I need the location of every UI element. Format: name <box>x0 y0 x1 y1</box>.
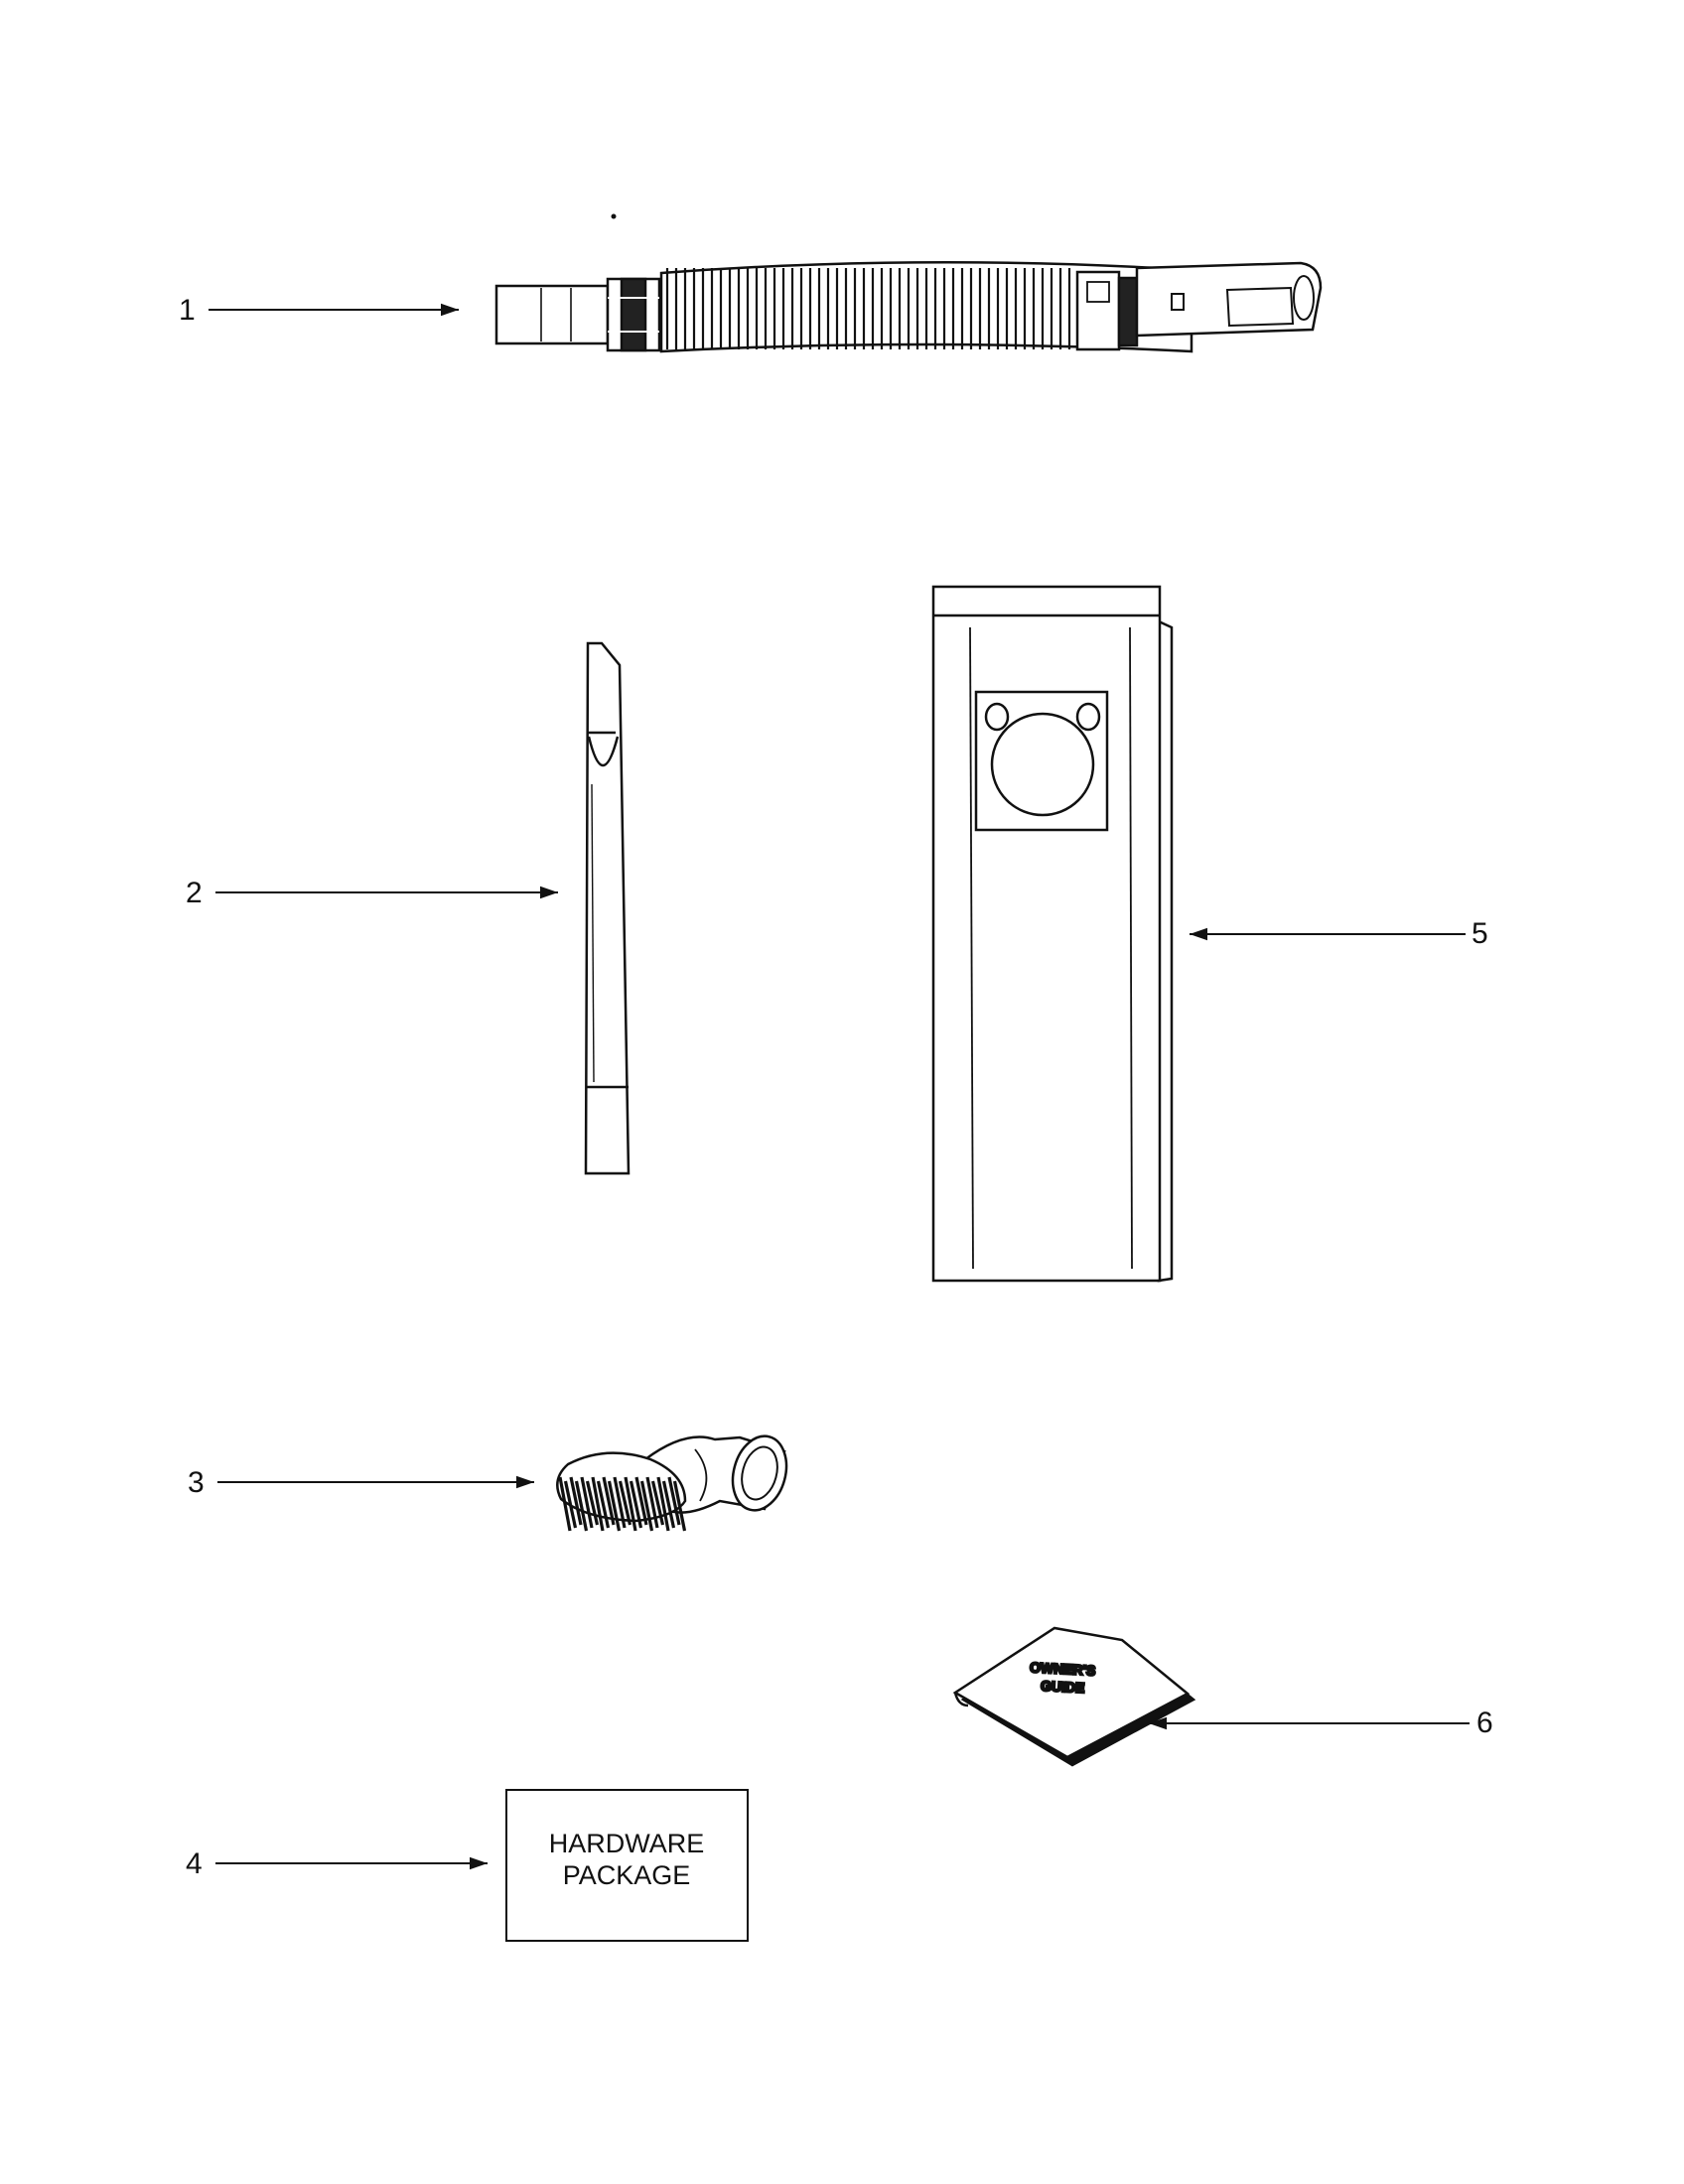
hardware-package-line1: HARDWARE <box>549 1829 705 1858</box>
stray-dot <box>611 213 617 219</box>
brush-bristle <box>656 1476 670 1532</box>
brush-bristle <box>661 1480 676 1529</box>
brush-bristle <box>634 1476 648 1526</box>
brush-bristle <box>672 1480 687 1532</box>
brush-bristle <box>602 1476 616 1526</box>
brush-bristle <box>618 1480 632 1526</box>
owners-guide-book: OWNER'S GUIDE <box>952 1626 1196 1767</box>
brush-bristle <box>639 1480 654 1532</box>
owners-guide-line2: GUIDE <box>1041 1678 1085 1696</box>
brush-bristle <box>667 1476 681 1526</box>
callout-number-5: 5 <box>1472 917 1488 950</box>
hardware-package-line2: PACKAGE <box>563 1860 691 1890</box>
brush-bristle <box>613 1476 627 1529</box>
callout-number-3: 3 <box>188 1466 205 1499</box>
brush-bristle <box>591 1476 605 1532</box>
brush-bristle <box>569 1476 583 1526</box>
brush-bristle <box>580 1476 594 1529</box>
brush-bristle <box>563 1480 578 1529</box>
brush-bristle <box>558 1476 572 1532</box>
brush-bristle <box>596 1480 611 1529</box>
brush-bristle <box>650 1480 665 1526</box>
brush-bristle <box>624 1476 637 1532</box>
dusting-brush-illustration <box>556 1434 788 1532</box>
dust-bag-illustration <box>931 585 1174 1283</box>
owners-guide-line1: OWNER'S <box>1030 1659 1096 1678</box>
callout-number-1: 1 <box>179 294 196 327</box>
brush-bristle <box>607 1480 622 1532</box>
hose-illustration <box>494 260 1323 353</box>
callout-number-2: 2 <box>186 877 203 909</box>
brush-bristle <box>574 1480 589 1532</box>
callout-number-4: 4 <box>186 1847 203 1880</box>
crevice-tool-illustration <box>584 641 631 1175</box>
callout-number-6: 6 <box>1476 1706 1493 1739</box>
brush-bristle <box>645 1476 659 1529</box>
brush-bristle <box>629 1480 643 1529</box>
brush-bristle <box>585 1480 600 1526</box>
hardware-package-box: HARDWARE PACKAGE <box>505 1789 749 1942</box>
